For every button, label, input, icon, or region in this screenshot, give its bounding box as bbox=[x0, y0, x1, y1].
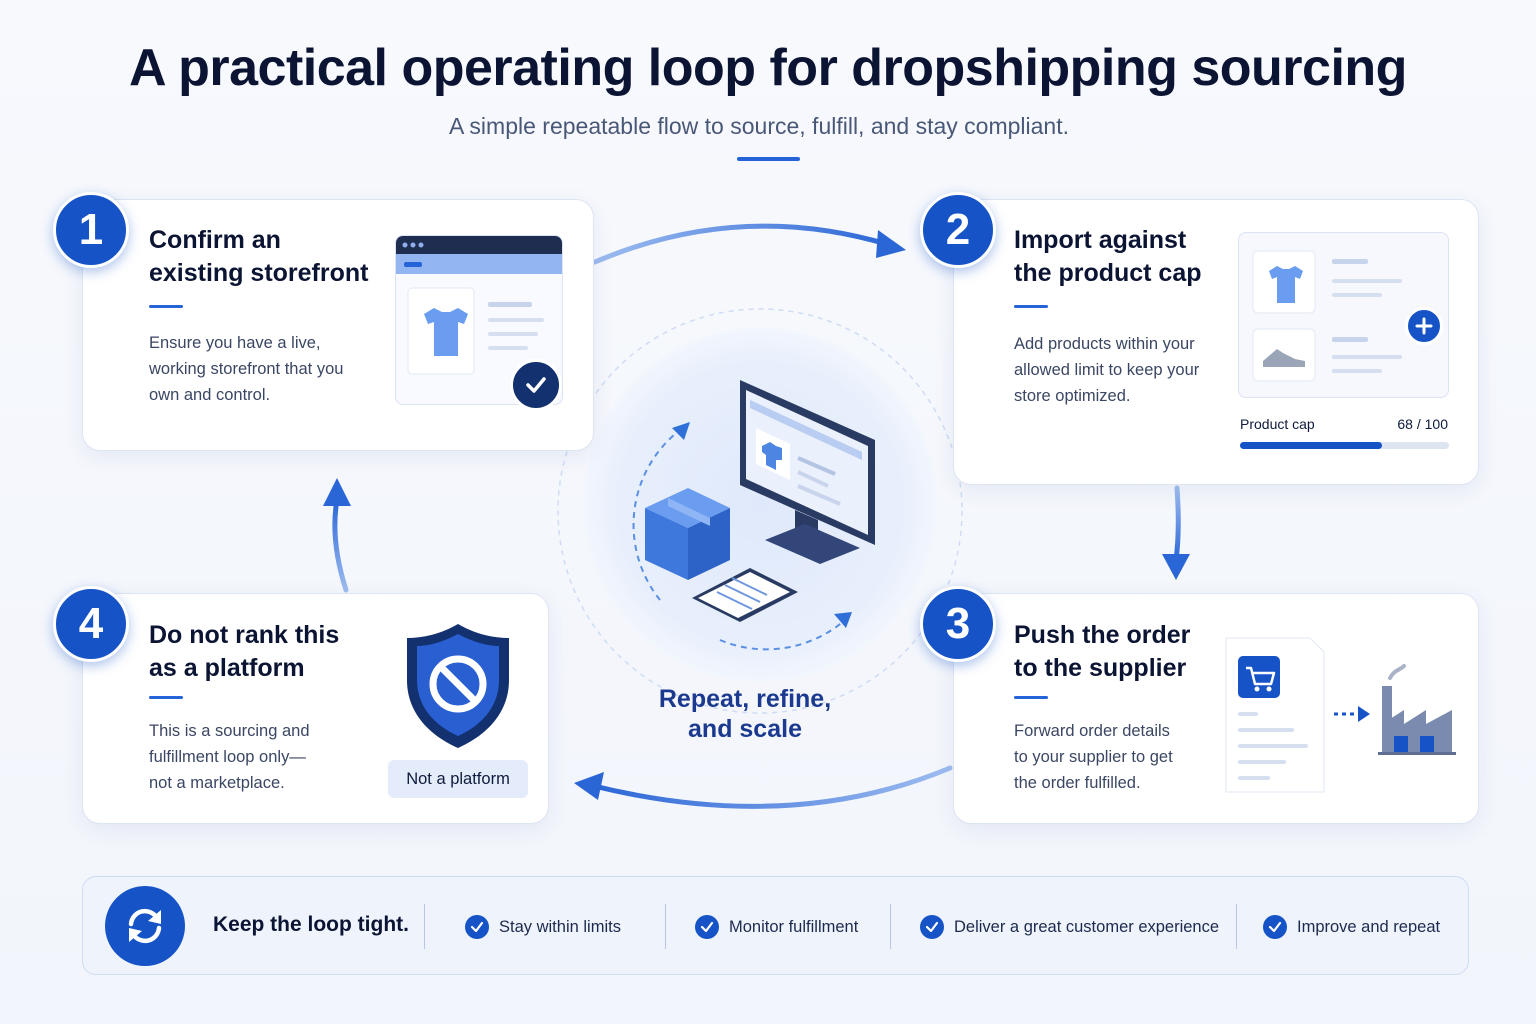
step-badge-1: 1 bbox=[53, 192, 129, 268]
page-subtitle: A simple repeatable flow to source, fulf… bbox=[448, 113, 1070, 139]
page-title: A practical operating loop for dropshipp… bbox=[129, 39, 1407, 97]
title-underline bbox=[737, 157, 800, 161]
footer-divider bbox=[890, 904, 891, 949]
step-3-rule bbox=[1014, 696, 1048, 699]
center-label-line2: and scale bbox=[688, 715, 802, 743]
step-1-rule bbox=[149, 305, 183, 308]
footer-item-label: Deliver a great customer experience bbox=[954, 917, 1220, 936]
footer-divider bbox=[424, 904, 425, 949]
step-1-title: Confirm an existing storefront bbox=[149, 226, 369, 287]
step-4-title: Do not rank this as a platform bbox=[149, 621, 340, 682]
refresh-icon bbox=[105, 886, 185, 966]
arrow-2-to-3 bbox=[1173, 485, 1181, 563]
step-card-2: Import against the product cap Add produ… bbox=[953, 199, 1479, 485]
product-cap-value: 68 / 100 bbox=[1397, 416, 1448, 432]
footer-item-stay-within-limits: Stay within limits bbox=[465, 915, 621, 939]
check-icon bbox=[695, 915, 719, 939]
step-badge-4: 4 bbox=[53, 586, 129, 662]
center-glow bbox=[583, 328, 937, 682]
step-badge-3: 3 bbox=[920, 586, 996, 662]
arrow-3-to-4 bbox=[587, 765, 953, 809]
center-label-line1: Repeat, refine, bbox=[658, 685, 832, 713]
product-cap-label: Product cap bbox=[1240, 416, 1315, 432]
arrow-1-to-2 bbox=[592, 223, 893, 265]
monitor-icon bbox=[740, 380, 875, 564]
step-card-1: Confirm an existing storefront Ensure yo… bbox=[82, 199, 594, 451]
check-icon bbox=[920, 915, 944, 939]
order-to-factory-icon bbox=[1225, 637, 1456, 793]
arrow-4-to-1 bbox=[332, 497, 349, 593]
check-icon bbox=[465, 915, 489, 939]
product-cap-bar bbox=[1240, 442, 1449, 449]
center-label: Repeat, refine, and scale bbox=[620, 684, 870, 744]
shield-prohibited-icon bbox=[407, 624, 509, 748]
footer-divider bbox=[665, 904, 666, 949]
footer-bar: Keep the loop tight. Stay within limits … bbox=[82, 876, 1469, 975]
step-4-body: This is a sourcing and fulfillment loop … bbox=[149, 722, 310, 792]
step-card-3: Push the order to the supplier Forward o… bbox=[953, 593, 1479, 824]
box-icon bbox=[645, 488, 730, 580]
step-3-title: Push the order to the supplier bbox=[1014, 621, 1191, 682]
clipboard-icon bbox=[692, 568, 798, 622]
step-2-rule bbox=[1014, 305, 1048, 308]
footer-item-label: Stay within limits bbox=[499, 917, 621, 936]
footer-divider bbox=[1236, 904, 1237, 949]
footer-item-label: Monitor fulfillment bbox=[729, 917, 859, 936]
step-4-rule bbox=[149, 696, 183, 699]
arrow-1-to-2-head bbox=[876, 230, 906, 258]
arrow-4-to-1-head bbox=[323, 478, 351, 506]
add-icon bbox=[1405, 307, 1443, 345]
step-badge-2: 2 bbox=[920, 192, 996, 268]
step-1-body: Ensure you have a live, working storefro… bbox=[149, 334, 344, 404]
arrow-3-to-4-head bbox=[574, 772, 604, 800]
footer-title: Keep the loop tight. bbox=[213, 913, 409, 936]
footer-item-label: Improve and repeat bbox=[1297, 917, 1441, 936]
arrow-2-to-3-head bbox=[1162, 554, 1190, 580]
step-2-title: Import against the product cap bbox=[1014, 226, 1202, 287]
check-icon bbox=[1263, 915, 1287, 939]
footer-item-customer-experience: Deliver a great customer experience bbox=[920, 915, 1219, 939]
step-3-body: Forward order details to your supplier t… bbox=[1014, 722, 1173, 792]
step-2-body: Add products within your allowed limit t… bbox=[1014, 335, 1200, 405]
product-cap-bar-fill bbox=[1240, 442, 1383, 449]
footer-item-monitor-fulfillment: Monitor fulfillment bbox=[695, 915, 858, 939]
footer-item-improve-and-repeat: Improve and repeat bbox=[1263, 915, 1440, 939]
not-a-platform-badge: Not a platform bbox=[388, 760, 528, 798]
check-badge-icon bbox=[510, 359, 562, 411]
